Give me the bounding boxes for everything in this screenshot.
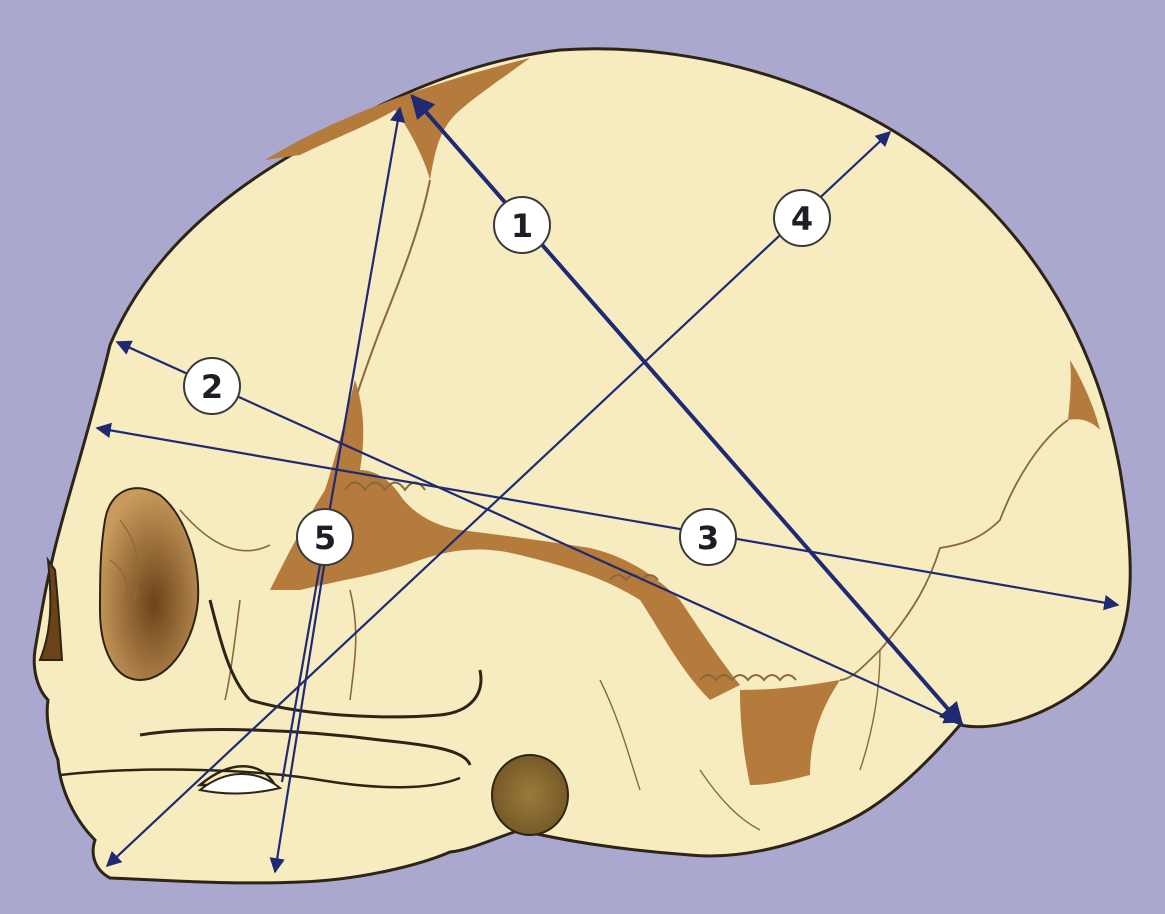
label-4-text: 4: [791, 200, 813, 238]
label-4: 4: [774, 190, 830, 246]
ear-canal: [492, 755, 568, 835]
label-1: 1: [494, 197, 550, 253]
label-5-text: 5: [314, 519, 336, 557]
label-2: 2: [184, 358, 240, 414]
label-2-text: 2: [201, 368, 223, 406]
label-5: 5: [297, 509, 353, 565]
label-1-text: 1: [511, 207, 533, 245]
label-3: 3: [680, 509, 736, 565]
label-3-text: 3: [697, 519, 719, 557]
